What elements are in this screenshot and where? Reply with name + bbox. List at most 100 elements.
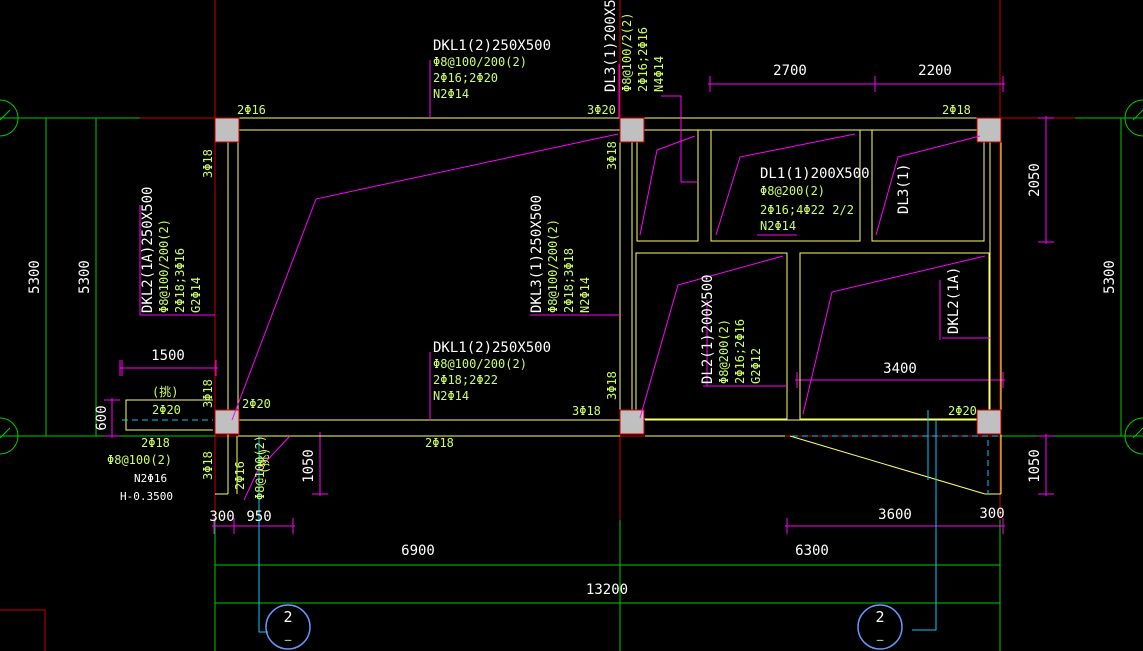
dkl2-left-main: 2Φ18;3Φ16	[173, 248, 187, 313]
dl3-top-stirrup: Φ8@100/2(2)	[620, 13, 634, 92]
rebar-top-mid: 3Φ20	[587, 103, 616, 117]
annotation-dkl2-left: DKL2(1A)250X500 Φ8@100/200(2) 2Φ18;3Φ16 …	[140, 187, 203, 313]
dim-6900: 6900	[401, 543, 435, 559]
cantilever-bottom-stirrup: Φ8@100(2)	[107, 453, 172, 467]
dashed-lines	[122, 419, 1000, 494]
rebar-mid-vertical-upper: 3Φ18	[605, 141, 619, 170]
column-top-mid	[619, 117, 645, 143]
cantilever-label: (挑)	[152, 385, 178, 399]
dkl1-bottom-side: N2Φ14	[433, 389, 469, 403]
dim-6300: 6300	[795, 543, 829, 559]
cantilever-vertical-stirrup: Φ8@100(2)	[253, 435, 267, 500]
dimension-lines	[0, 109, 1143, 651]
border-corner-line	[0, 609, 46, 651]
column-bottom-right	[976, 409, 1002, 435]
dim-950: 950	[246, 509, 271, 525]
axis-bubble-left-number: 2	[283, 608, 292, 626]
dim-5300-right: 5300	[1102, 260, 1118, 294]
dl3-top-main: 2Φ16;2Φ16	[636, 27, 650, 92]
axis-bubble-left: 2 —	[265, 604, 311, 650]
leader-main-panel	[231, 133, 619, 421]
dl3-short-name: DL3(1)	[896, 163, 912, 214]
dim-300-left: 300	[209, 509, 234, 525]
annotation-cantilever: (挑) 2Φ20 2Φ18 Φ8@100(2) N2Φ16 H-0.3500 (…	[107, 385, 271, 503]
dl2-side: G2Φ12	[749, 348, 763, 384]
annotation-dkl1-bottom: DKL1(2)250X500 Φ8@100/200(2) 2Φ18;2Φ22 N…	[433, 340, 551, 403]
rebar-bottom-right: 2Φ20	[948, 404, 977, 418]
dl2-stirrup: Φ8@200(2)	[717, 319, 731, 384]
annotation-dl2: DL2(1)200X500 Φ8@200(2) 2Φ16;2Φ16 G2Φ12	[700, 274, 763, 384]
cantilever-bottom-side: N2Φ16	[134, 472, 167, 485]
cantilever-vertical-top: 2Φ16	[233, 461, 247, 490]
dkl3-stirrup: Φ8@100/200(2)	[546, 219, 560, 313]
dkl1-top-stirrup: Φ8@100/200(2)	[433, 55, 527, 69]
dkl1-top-main: 2Φ16;2Φ20	[433, 71, 498, 85]
column-bottom-mid	[619, 409, 645, 435]
dkl2-left-name: DKL2(1A)250X500	[140, 187, 156, 313]
cyan-leaders	[258, 410, 937, 633]
rebar-left-vertical-upper: 3Φ18	[201, 149, 215, 178]
dim-2200: 2200	[918, 63, 952, 79]
dkl2-left-side: G2Φ14	[189, 277, 203, 313]
dkl3-side: N2Φ14	[578, 277, 592, 313]
dim-3400: 3400	[883, 361, 917, 377]
dim-600: 600	[94, 405, 110, 430]
axis-bubble-right-sub: —	[877, 633, 884, 646]
dl2-name: DL2(1)200X500	[700, 274, 716, 384]
dl2-main: 2Φ16;2Φ16	[733, 319, 747, 384]
dkl1-bottom-name: DKL1(2)250X500	[433, 340, 551, 356]
dl3-top-name: DL3(1)200X500	[603, 0, 619, 92]
rebar-top-right: 2Φ18	[942, 103, 971, 117]
rebar-top-left: 2Φ16	[237, 103, 266, 117]
columns	[214, 117, 1002, 435]
dl1-main: 2Φ16;4Φ22 2/2	[760, 203, 854, 217]
dkl1-bottom-main: 2Φ18;2Φ22	[433, 373, 498, 387]
dim-3600: 3600	[878, 507, 912, 523]
dl3-top-side: N4Φ14	[652, 56, 666, 92]
dkl1-bottom-stirrup: Φ8@100/200(2)	[433, 357, 527, 371]
rebar-labels: 2Φ16 3Φ20 2Φ18 3Φ18 3Φ18 3Φ18 3Φ18 3Φ18 …	[201, 103, 977, 480]
annotation-dl3-short: DL3(1)	[896, 163, 912, 214]
dim-1500: 1500	[151, 348, 185, 364]
dim-5300-left-inner: 5300	[77, 260, 93, 294]
dkl2-right-name: DKL2(1A)	[946, 267, 962, 334]
rebar-left-vertical-lower: 3Φ18	[201, 379, 215, 408]
dim-2050: 2050	[1027, 163, 1043, 197]
column-bottom-left	[214, 409, 240, 435]
column-top-right	[976, 117, 1002, 143]
cantilever-rebar: 2Φ20	[152, 403, 181, 417]
rebar-bottom-mid: 2Φ18	[425, 436, 454, 450]
annotation-dkl1-top: DKL1(2)250X500 Φ8@100/200(2) 2Φ16;2Φ20 N…	[433, 38, 551, 101]
dimension-texts: 2700 2200 5300 5300 5300 2050 1500 600 1…	[27, 63, 1118, 598]
cantilever-bottom-elev: H-0.3500	[120, 490, 173, 503]
dim-2700: 2700	[773, 63, 807, 79]
annotation-dl3-top: DL3(1)200X500 Φ8@100/2(2) 2Φ16;2Φ16 N4Φ1…	[603, 0, 666, 92]
dl1-stirrup: Φ8@200(2)	[760, 184, 825, 198]
cantilever-vertical-label: (挑)	[257, 448, 271, 474]
dkl3-name: DKL3(1)250X500	[529, 195, 545, 313]
annotation-dl1: DL1(1)200X500 Φ8@200(2) 2Φ16;4Φ22 2/2 N2…	[760, 166, 870, 233]
cantilever-bottom-main: 2Φ18	[141, 436, 170, 450]
rebar-mid-horizontal-lower: 3Φ18	[572, 404, 601, 418]
dim-300-right: 300	[979, 506, 1004, 522]
axis-bubble-right-number: 2	[875, 608, 884, 626]
dl1-side: N2Φ14	[760, 219, 796, 233]
rebar-mid-vertical-lower: 3Φ18	[605, 371, 619, 400]
dim-1050-right: 1050	[1027, 449, 1043, 483]
dl1-name: DL1(1)200X500	[760, 166, 870, 182]
magenta-dimensions	[104, 76, 1054, 534]
beam-outlines	[212, 117, 1002, 495]
rebar-left-bottom-top: 2Φ20	[242, 397, 271, 411]
dkl3-main: 2Φ18;3Φ18	[562, 248, 576, 313]
axis-bubble-right: 2 —	[857, 604, 903, 650]
rebar-left-bottom-vertical: 3Φ18	[201, 451, 215, 480]
dim-1050-left: 1050	[301, 449, 317, 483]
dim-5300-left-outer: 5300	[27, 260, 43, 294]
dkl2-left-stirrup: Φ8@100/200(2)	[157, 219, 171, 313]
dkl1-top-side: N2Φ14	[433, 87, 469, 101]
cantilever-outline	[125, 399, 213, 431]
dkl1-top-name: DKL1(2)250X500	[433, 38, 551, 54]
annotation-dkl3: DKL3(1)250X500 Φ8@100/200(2) 2Φ18;3Φ18 N…	[529, 195, 592, 313]
